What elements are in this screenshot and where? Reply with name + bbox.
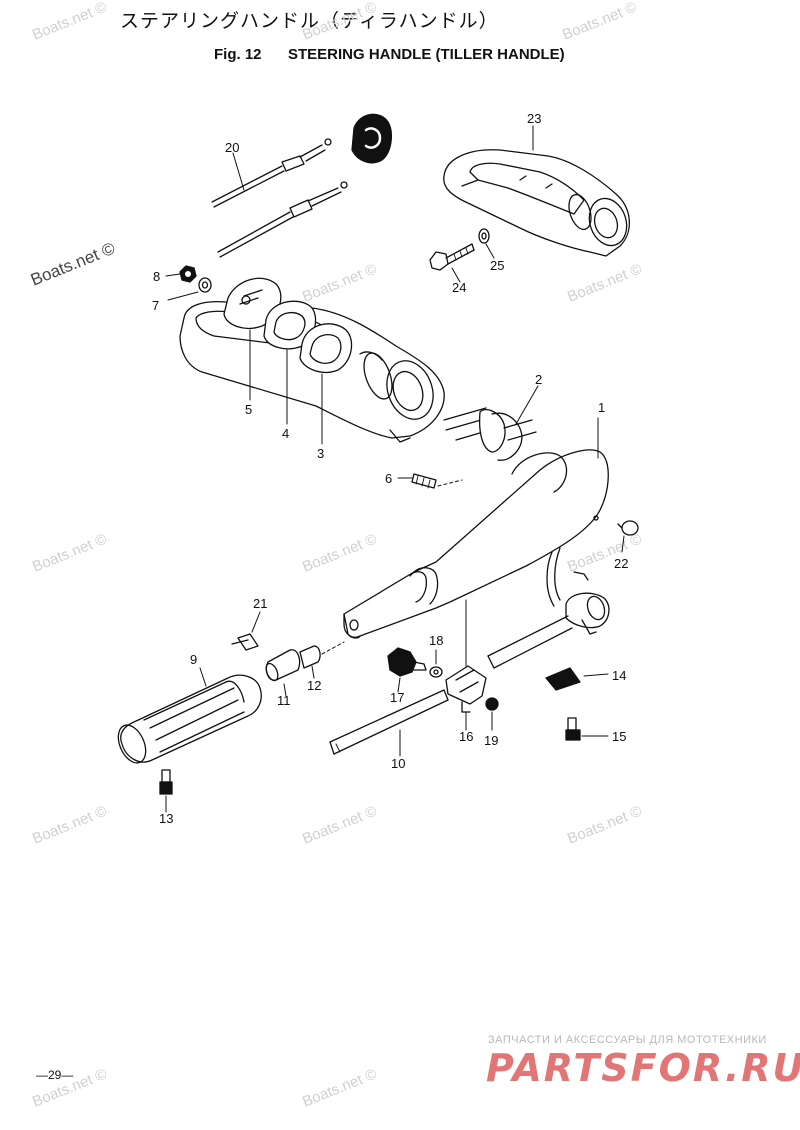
- callout-12: 12: [307, 678, 321, 693]
- callout-16: 16: [459, 729, 473, 744]
- part-11-sleeve: [265, 649, 301, 697]
- part-21-decal: [231, 611, 261, 651]
- part-7-washer: [167, 277, 212, 301]
- callout-11: 11: [277, 693, 291, 708]
- part-3-gasket: [299, 323, 353, 445]
- callout-9: 9: [190, 652, 197, 667]
- callout-14: 14: [612, 668, 626, 683]
- partsfor-logo[interactable]: PARTSFOR.RU: [486, 1046, 800, 1090]
- part-8-nut: [165, 265, 197, 283]
- callout-6: 6: [385, 471, 392, 486]
- part-13-screw: [159, 769, 173, 813]
- part-18-washer: [429, 649, 443, 678]
- part-20-throttle-cables: [211, 138, 348, 258]
- part-16-bracket: [445, 599, 487, 731]
- part-9-throttle-grip: [117, 667, 262, 764]
- part-12-collar: [299, 641, 345, 679]
- callout-18: 18: [429, 633, 443, 648]
- callout-17: 17: [390, 690, 404, 705]
- part-24-bolt: [429, 243, 475, 283]
- callout-10: 10: [391, 756, 405, 771]
- page-number: —29—: [36, 1068, 74, 1082]
- callout-8: 8: [153, 269, 160, 284]
- part-14-clip: [545, 667, 609, 691]
- part-25-washer: [478, 228, 495, 259]
- callout-24: 24: [452, 280, 466, 295]
- callout-1: 1: [598, 400, 605, 415]
- callout-20: 20: [225, 140, 239, 155]
- part-22-cap: [617, 520, 639, 553]
- part-6-stud: [397, 473, 463, 489]
- callout-23: 23: [527, 111, 541, 126]
- callout-3: 3: [317, 446, 324, 461]
- english-title: STEERING HANDLE (TILLER HANDLE): [288, 46, 565, 63]
- callout-labels: 1 2 3 4 5 6 7 8 9 10 11 12 13 14 15 16 1…: [152, 111, 628, 826]
- part-17-friction-knob: [387, 647, 427, 693]
- part-2-stop-switch: [443, 385, 539, 461]
- part-23-bracket-housing: [443, 125, 631, 257]
- part-15-screw: [565, 717, 609, 741]
- throttle-gear-assembly: [487, 547, 610, 669]
- part-1-tiller-arm: [343, 417, 609, 639]
- grommet-part: [351, 113, 393, 164]
- callout-7: 7: [152, 298, 159, 313]
- part-19-nut: [485, 697, 499, 731]
- callout-4: 4: [282, 426, 289, 441]
- figure-label: Fig. 12: [214, 46, 262, 63]
- japanese-title: ステアリングハンドル（ティラハンドル）: [120, 10, 499, 32]
- part-10-throttle-rod: [329, 689, 449, 757]
- callout-15: 15: [612, 729, 626, 744]
- callout-21: 21: [253, 596, 267, 611]
- callout-2: 2: [535, 372, 542, 387]
- footer-caption: ЗАПЧАСТИ И АКСЕССУАРЫ ДЛЯ МОТОТЕХНИКИ: [488, 1034, 767, 1046]
- callout-5: 5: [245, 402, 252, 417]
- callout-25: 25: [490, 258, 504, 273]
- callout-22: 22: [614, 556, 628, 571]
- callout-13: 13: [159, 811, 173, 826]
- callout-19: 19: [484, 733, 498, 748]
